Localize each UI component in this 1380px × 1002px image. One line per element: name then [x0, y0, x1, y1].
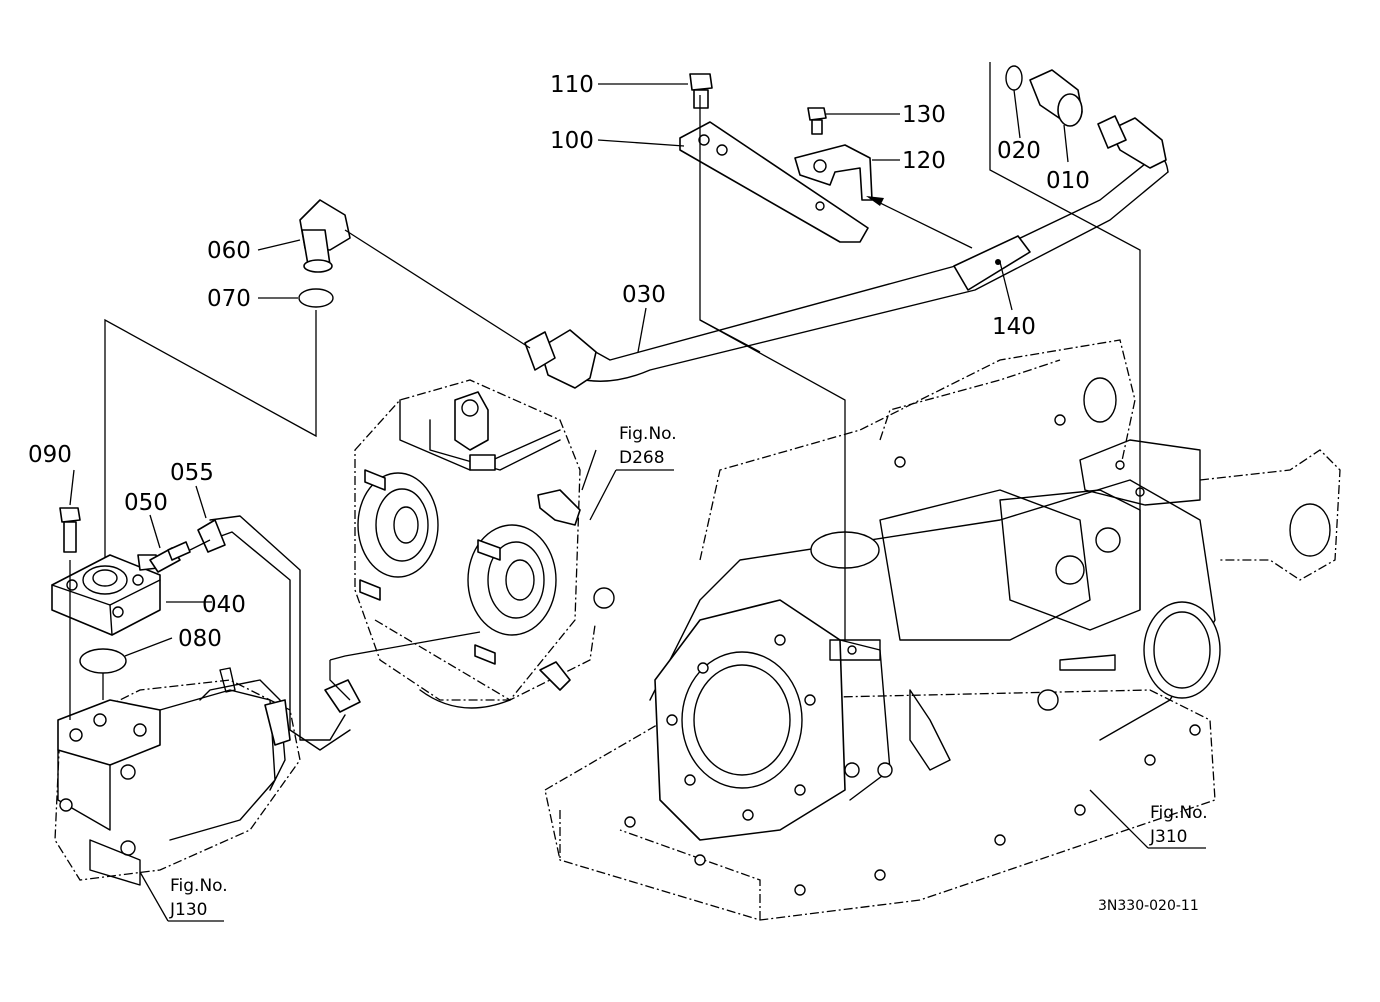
label-060: 060 — [207, 238, 251, 264]
label-050: 050 — [124, 490, 168, 516]
label-010: 010 — [1046, 168, 1090, 194]
pipe-055 — [197, 515, 361, 751]
label-090: 090 — [28, 442, 72, 468]
label-070: 070 — [207, 286, 251, 312]
assembly-lines — [69, 62, 1206, 922]
part-labels: 110 100 130 120 020 010 060 070 030 140 … — [28, 72, 1090, 652]
pipe-030 — [524, 115, 1169, 389]
hydraulic-pump — [54, 667, 301, 886]
figref-d268-number: D268 — [619, 448, 665, 468]
label-130: 130 — [902, 102, 946, 128]
flange-040 — [51, 554, 161, 636]
figref-j130-number: J130 — [169, 900, 207, 920]
label-120: 120 — [902, 148, 946, 174]
label-100: 100 — [550, 128, 594, 154]
drawing-code: 3N330-020-11 — [1098, 898, 1199, 914]
figref-j310-prefix: Fig.No. — [1150, 803, 1208, 823]
small-parts — [59, 65, 1083, 674]
label-110: 110 — [550, 72, 594, 98]
figref-j130-prefix: Fig.No. — [170, 876, 228, 896]
label-140: 140 — [992, 314, 1036, 340]
figref-d268-prefix: Fig.No. — [619, 424, 677, 444]
label-080: 080 — [178, 626, 222, 652]
label-040: 040 — [202, 592, 246, 618]
label-020: 020 — [997, 138, 1041, 164]
figref-j310-number: J310 — [1149, 827, 1187, 847]
label-055: 055 — [170, 460, 214, 486]
label-030: 030 — [622, 282, 666, 308]
figure-references: Fig.No. D268 Fig.No. J310 Fig.No. J130 — [169, 424, 1208, 920]
control-valve-block — [354, 379, 615, 709]
